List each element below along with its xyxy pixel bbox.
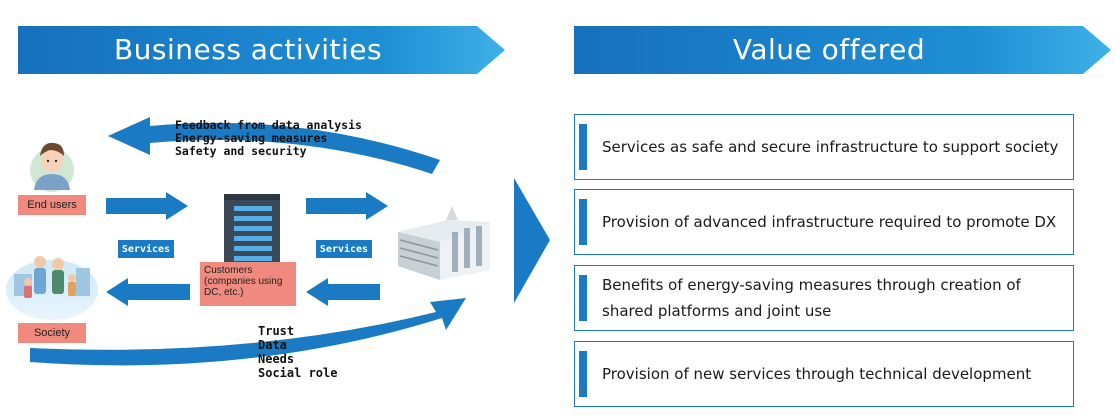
value-box: Provision of advanced infrastructure req… [574,189,1074,255]
arrow-end-to-customer [106,192,188,220]
arrow-customer-to-society [106,278,190,306]
society-label: Society [18,323,86,343]
value-text: Benefits of energy-saving measures throu… [602,276,1021,320]
banner-right-shape [574,26,1111,74]
feedback-line: Feedback from data analysis [175,118,362,132]
bottom-curve-arrow [30,298,466,366]
society-image [6,256,98,320]
bottom-line: Trust [258,324,295,338]
services-label-left: Services [118,240,174,258]
feedback-arrow [108,117,440,174]
arrow-dc-to-customer [306,278,380,306]
end-users-label: End users [18,195,86,215]
value-accent-bar [579,351,587,397]
value-text: Services as safe and secure infrastructu… [602,138,1059,156]
value-accent-bar [579,275,587,321]
big-chevron-arrow [514,178,550,303]
bottom-line: Social role [258,366,338,380]
value-box: Services as safe and secure infrastructu… [574,114,1074,180]
customer-building [224,194,280,268]
services-label-right: Services [316,240,372,258]
arrow-customer-to-dc [306,192,388,220]
value-box: Benefits of energy-saving measures throu… [574,265,1074,331]
banner-left-shape [18,26,505,74]
bottom-line: Needs [258,352,295,366]
bottom-text: Trust Data Needs Social role [258,324,337,380]
value-box: Provision of new services through techni… [574,341,1074,407]
value-accent-bar [579,199,587,245]
data-center-image [398,206,490,280]
customers-label: Customers (companies using DC, etc.) [200,262,296,306]
feedback-text: Feedback from data analysis Energy-savin… [175,119,362,158]
value-accent-bar [579,124,587,170]
feedback-line: Safety and security [175,144,307,158]
banner-business-activities: Business activities [113,33,383,66]
bottom-line: Data [258,338,287,352]
end-user-avatar [30,142,74,192]
feedback-line: Energy-saving measures [175,131,328,145]
value-text: Provision of advanced infrastructure req… [602,213,1057,231]
value-text: Provision of new services through techni… [602,365,1032,383]
banner-value-offered: Value offered [732,33,926,66]
